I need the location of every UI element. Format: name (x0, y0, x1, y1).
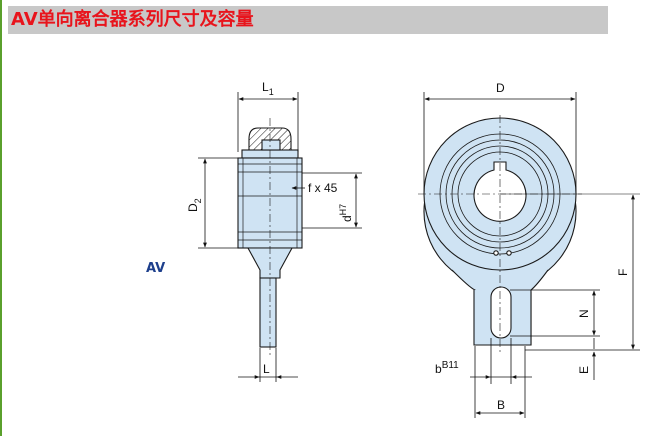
dim-N-label: N (577, 309, 591, 318)
dim-b-label: bB11 (435, 360, 459, 376)
dim-F-label: F (616, 269, 630, 276)
dim-E-label: E (577, 366, 591, 374)
dim-D-label: D (496, 81, 505, 95)
torque-arm-side (259, 277, 277, 348)
left-accent-rule (0, 0, 2, 436)
header-band (8, 6, 608, 34)
dim-B-label: B (497, 398, 505, 412)
dim-L1-label: L1 (262, 80, 274, 97)
model-label: AV (146, 261, 166, 276)
dim-bore-label: dH7 (338, 204, 354, 222)
arm-slot (490, 286, 512, 339)
side-view (237, 118, 303, 355)
title-text: 单向离合器系列尺寸及容量 (37, 9, 254, 30)
dim-chamfer-label: f x 45 (308, 181, 338, 195)
page-title: AV单向离合器系列尺寸及容量 (11, 6, 254, 34)
front-view-dimensions (423, 92, 640, 418)
dim-D2-label: D2 (186, 198, 203, 212)
side-view-dimensions (198, 92, 362, 382)
dim-L-label: L (263, 362, 270, 376)
title-series-code: AV (11, 9, 38, 30)
front-view (418, 115, 582, 352)
